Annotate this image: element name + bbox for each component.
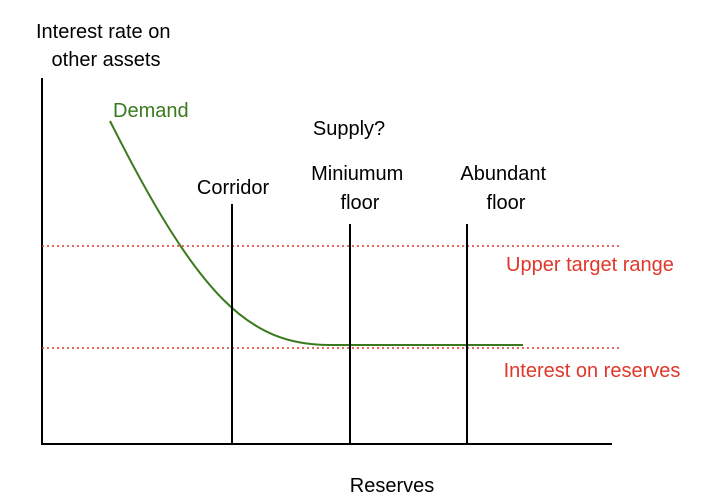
supply-heading: Supply?	[313, 118, 385, 140]
minimum-floor-label: Miniumum floor	[311, 163, 409, 214]
upper-target-range-label: Upper target range	[506, 254, 674, 276]
demand-curve	[109, 120, 523, 346]
abundant-floor-label: Abundant floor	[460, 163, 551, 214]
corridor-label: Corridor	[197, 177, 270, 199]
interest-on-reserves-label: Interest on reserves	[504, 360, 681, 382]
y-axis-title: Interest rate on other assets	[36, 21, 176, 71]
demand-label: Demand	[113, 100, 189, 122]
x-axis-title: Reserves	[350, 475, 434, 497]
